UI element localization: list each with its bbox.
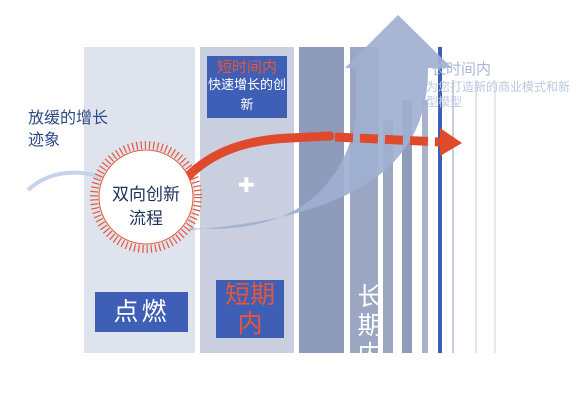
ignite-label: 点燃 [95, 292, 188, 332]
short-term-desc: 快速增长的创新 [207, 76, 287, 118]
short-term-big-label: 短期内 [216, 280, 284, 338]
phase-bar-8 [494, 80, 496, 353]
phase-bar-5 [438, 47, 442, 353]
slow-growth-label: 放缓的增长迹象 [28, 108, 109, 149]
plus-icon: ✚ [238, 173, 255, 197]
phase-bar-3 [402, 100, 412, 353]
up-arrow-icon [190, 15, 452, 230]
phase-bar-7 [475, 80, 477, 353]
phase-bar-2 [383, 120, 393, 353]
long-term-title: 长时间内 [431, 60, 492, 78]
process-circle [98, 149, 194, 245]
long-term-desc: 为您打造新的商业模式和新型模型 [426, 80, 571, 109]
phase-bar-4 [422, 100, 428, 353]
growth-arrow-dashed [334, 132, 441, 147]
growth-arrow-solid [175, 131, 335, 190]
short-term-title: 短时间内 [207, 56, 287, 78]
circle-label: 双向创新流程 [112, 185, 180, 229]
growth-arrow-head [440, 128, 462, 156]
process-circle-ring [90, 141, 202, 253]
phase-bar-6 [452, 80, 454, 353]
long-term-big-label: 长期内 [357, 282, 383, 369]
